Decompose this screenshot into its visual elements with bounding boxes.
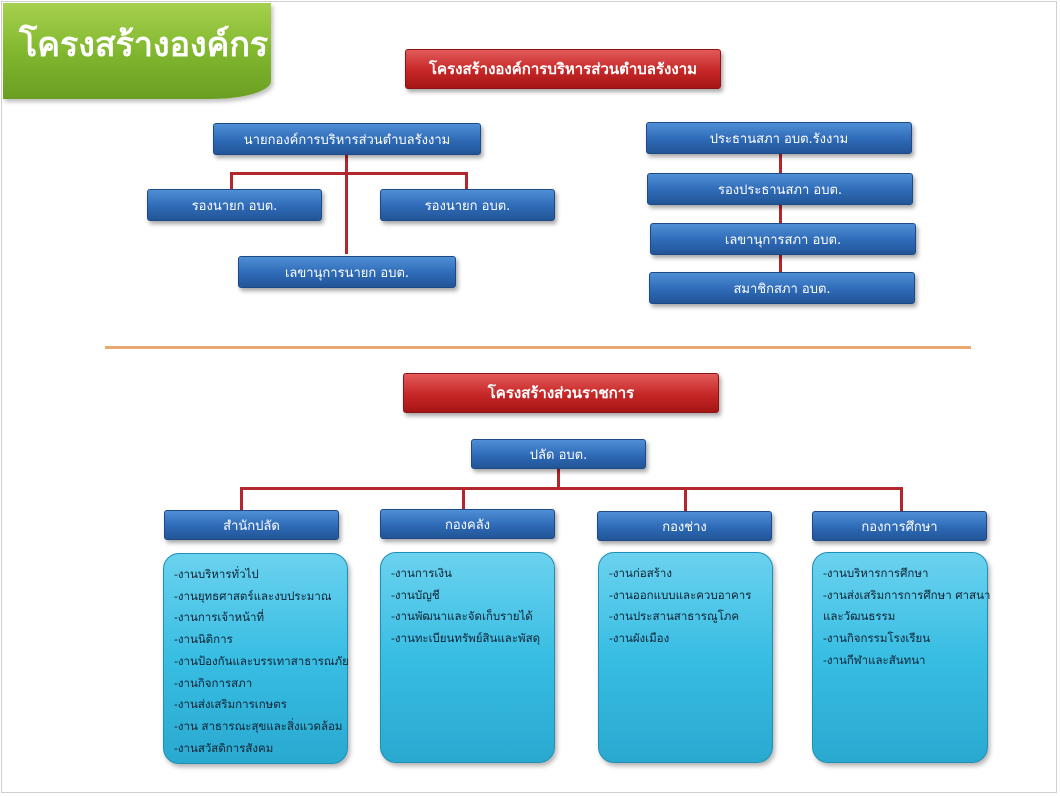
task-item: -งานกีฬาและสันทนา [823,652,926,667]
task-item: -งานส่งเสริมการเกษตร [174,697,287,712]
task-item: -งานสวัสดิการสังคม [174,740,274,755]
slide-title: โครงสร้างองค์กร [3,3,271,99]
division-education-box: กองการศึกษา [812,511,987,541]
task-item: -งานทะเบียนทรัพย์สินและพัสดุ [391,631,541,646]
mayor-secretary-box: เลขานุการนายก อบต. [238,256,456,288]
task-item: -งานป้องกันและบรรเทาสาธารณภัย [174,653,349,668]
division-finance-box: กองคลัง [380,509,555,539]
task-item: -งานพัฒนาและจัดเก็บรายได้ [391,609,533,624]
connector-line [684,487,687,511]
task-item: -งานยุทธศาสตร์และงบประมาณ [174,588,332,603]
task-item: -งานนิติการ [174,632,233,647]
task-item: -งานออกแบบและควบอาคาร [609,587,752,602]
council-secretary-box: เลขานุการสภา อบต. [650,223,916,255]
org-structure-header: โครงสร้างองค์การบริหารส่วนตำบลรังงาม [405,49,721,89]
task-item: -งานก่อสร้าง [609,566,672,580]
mayor-box: นายกองค์การบริหารส่วนตำบลรังงาม [213,123,481,155]
task-item: -งาน สาธารณะสุขและสิ่งแวดล้อม [174,718,343,733]
task-item: -งานส่งเสริมการการศึกษา ศาสนา [823,587,991,602]
deputy-mayor-right-box: รองนายก อบต. [380,189,555,221]
chief-administrator-box: ปลัด อบต. [471,439,646,469]
connector-line [900,487,903,511]
engineering-tasks-panel: -งานก่อสร้าง -งานออกแบบและควบอาคาร -งานป… [598,552,773,763]
task-item: -งานบริหารทั่วไป [174,567,259,581]
council-vice-chair-box: รองประธานสภา อบต. [647,173,913,205]
council-members-box: สมาชิกสภา อบต. [649,272,915,304]
connector-line [230,172,468,175]
education-tasks-panel: -งานบริหารการศึกษา -งานส่งเสริมการการศึก… [812,552,991,763]
division-engineering-box: กองช่าง [597,511,772,541]
task-item: -งานบริหารการศึกษา [823,566,929,580]
task-item: -งานประสานสาธารณูโภค [609,609,740,624]
connector-line [779,154,782,274]
deputy-mayor-left-box: รองนายก อบต. [147,189,322,221]
task-item: และวัฒนธรรม [823,609,896,624]
connector-line [230,172,233,190]
office-tasks-panel: -งานบริหารทั่วไป -งานยุทธศาสตร์และงบประม… [163,553,349,764]
connector-line [465,172,468,190]
task-item: -งานกิจกรรมโรงเรียน [823,631,931,646]
division-office-box: สำนักปลัด [164,510,339,540]
connector-line [557,469,560,489]
task-item: -งานกิจการสภา [174,675,253,690]
task-item: -งานการเงิน [391,566,452,580]
connector-line [345,154,348,254]
connector-line [240,487,243,511]
task-item: -งานบัญชี [391,587,440,602]
task-item: -งานการเจ้าหน้าที่ [174,610,265,625]
bureau-structure-header: โครงสร้างส่วนราชการ [403,373,719,413]
finance-tasks-panel: -งานการเงิน -งานบัญชี -งานพัฒนาและจัดเก็… [380,552,555,763]
connector-line [462,487,465,511]
task-item: -งานผังเมือง [609,631,670,646]
section-divider [105,346,971,349]
connector-line [240,487,903,490]
council-chair-box: ประธานสภา อบต.รังงาม [646,122,912,154]
